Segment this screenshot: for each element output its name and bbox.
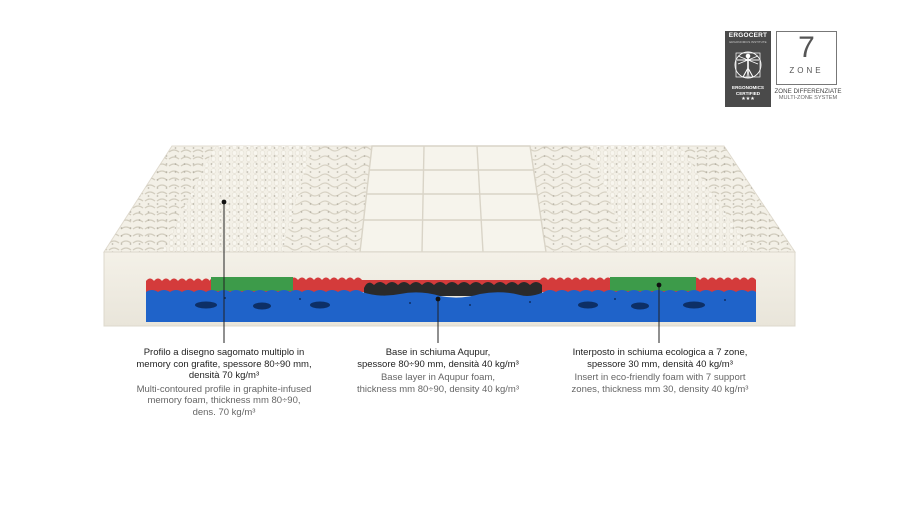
leader-dot-profile bbox=[221, 199, 227, 205]
callout-base-en-1: Base layer in Aqupur foam, bbox=[380, 372, 496, 383]
ergocert-brand: ERGOCERT bbox=[728, 32, 768, 39]
zone-subtitle-it: ZONE DIFFERENZIATE bbox=[774, 88, 842, 95]
base-channels bbox=[195, 301, 705, 310]
aqupur-base-layer bbox=[146, 290, 756, 322]
callout-insert-it-1: Interposto in schiuma ecologica a 7 zone… bbox=[572, 347, 748, 358]
callout-profile-en-2: memory foam, thickness mm 80÷90, bbox=[147, 395, 301, 406]
callout-profile-it-2: memory con grafite, spessore 80÷90 mm, bbox=[136, 358, 312, 370]
green-zone-right bbox=[610, 277, 696, 291]
seven-zone-badge: 7 ZONE bbox=[776, 31, 837, 85]
ergocert-brand-sub: ERGONOMICS INSTITUTE bbox=[729, 40, 767, 44]
ergocert-label-2: CERTIFIED bbox=[735, 91, 761, 96]
center-grid-blocks bbox=[359, 145, 547, 253]
ergocert-badge: ERGOCERT ERGONOMICS INSTITUTE ERGONOMICS… bbox=[725, 31, 771, 107]
callout-base: Base in schiuma Aqupur, spessore 80÷90 m… bbox=[348, 347, 528, 395]
callout-profile-en-1: Multi-contoured profile in graphite-infu… bbox=[136, 383, 312, 395]
callout-base-it-1: Base in schiuma Aqupur, bbox=[385, 347, 491, 358]
callout-profile-it-3: densità 70 kg/m³ bbox=[188, 370, 260, 381]
callout-insert-en-2: zones, thickness mm 30, density 40 kg/m³ bbox=[571, 383, 749, 395]
zone-subtitle-en: MULTI-ZONE SYSTEM bbox=[778, 95, 838, 101]
callout-leaders bbox=[223, 203, 660, 343]
callout-base-it-2: spessore 80÷90 mm, densità 40 kg/m³ bbox=[357, 358, 519, 370]
zone-count: 7 bbox=[798, 31, 815, 64]
core-layers bbox=[146, 277, 756, 322]
callout-profile: Profilo a disegno sagomato multiplo in m… bbox=[129, 347, 319, 418]
callout-base-en-2: thickness mm 80÷90, density 40 kg/m³ bbox=[356, 383, 520, 395]
leader-dot-insert bbox=[656, 282, 662, 288]
callout-insert-en-1: Insert in eco-friendly foam with 7 suppo… bbox=[574, 372, 746, 383]
ergocert-stars: ★★★ bbox=[741, 96, 755, 102]
zone-word: ZONE bbox=[789, 66, 824, 75]
vitruvian-man-icon bbox=[734, 51, 762, 79]
graphite-center-layer bbox=[364, 282, 542, 296]
green-zone-left bbox=[211, 277, 293, 291]
callout-insert: Interposto in schiuma ecologica a 7 zone… bbox=[562, 347, 758, 395]
leader-dot-base bbox=[435, 296, 441, 302]
callout-profile-it-1: Profilo a disegno sagomato multiplo in bbox=[143, 347, 305, 358]
callout-profile-en-3: dens. 70 kg/m³ bbox=[192, 406, 256, 418]
callout-insert-it-2: spessore 30 mm, densità 40 kg/m³ bbox=[587, 358, 733, 370]
ergocert-label-1: ERGONOMICS bbox=[732, 85, 764, 90]
certification-badges: ERGOCERT ERGONOMICS INSTITUTE ERGONOMICS… bbox=[725, 31, 841, 107]
